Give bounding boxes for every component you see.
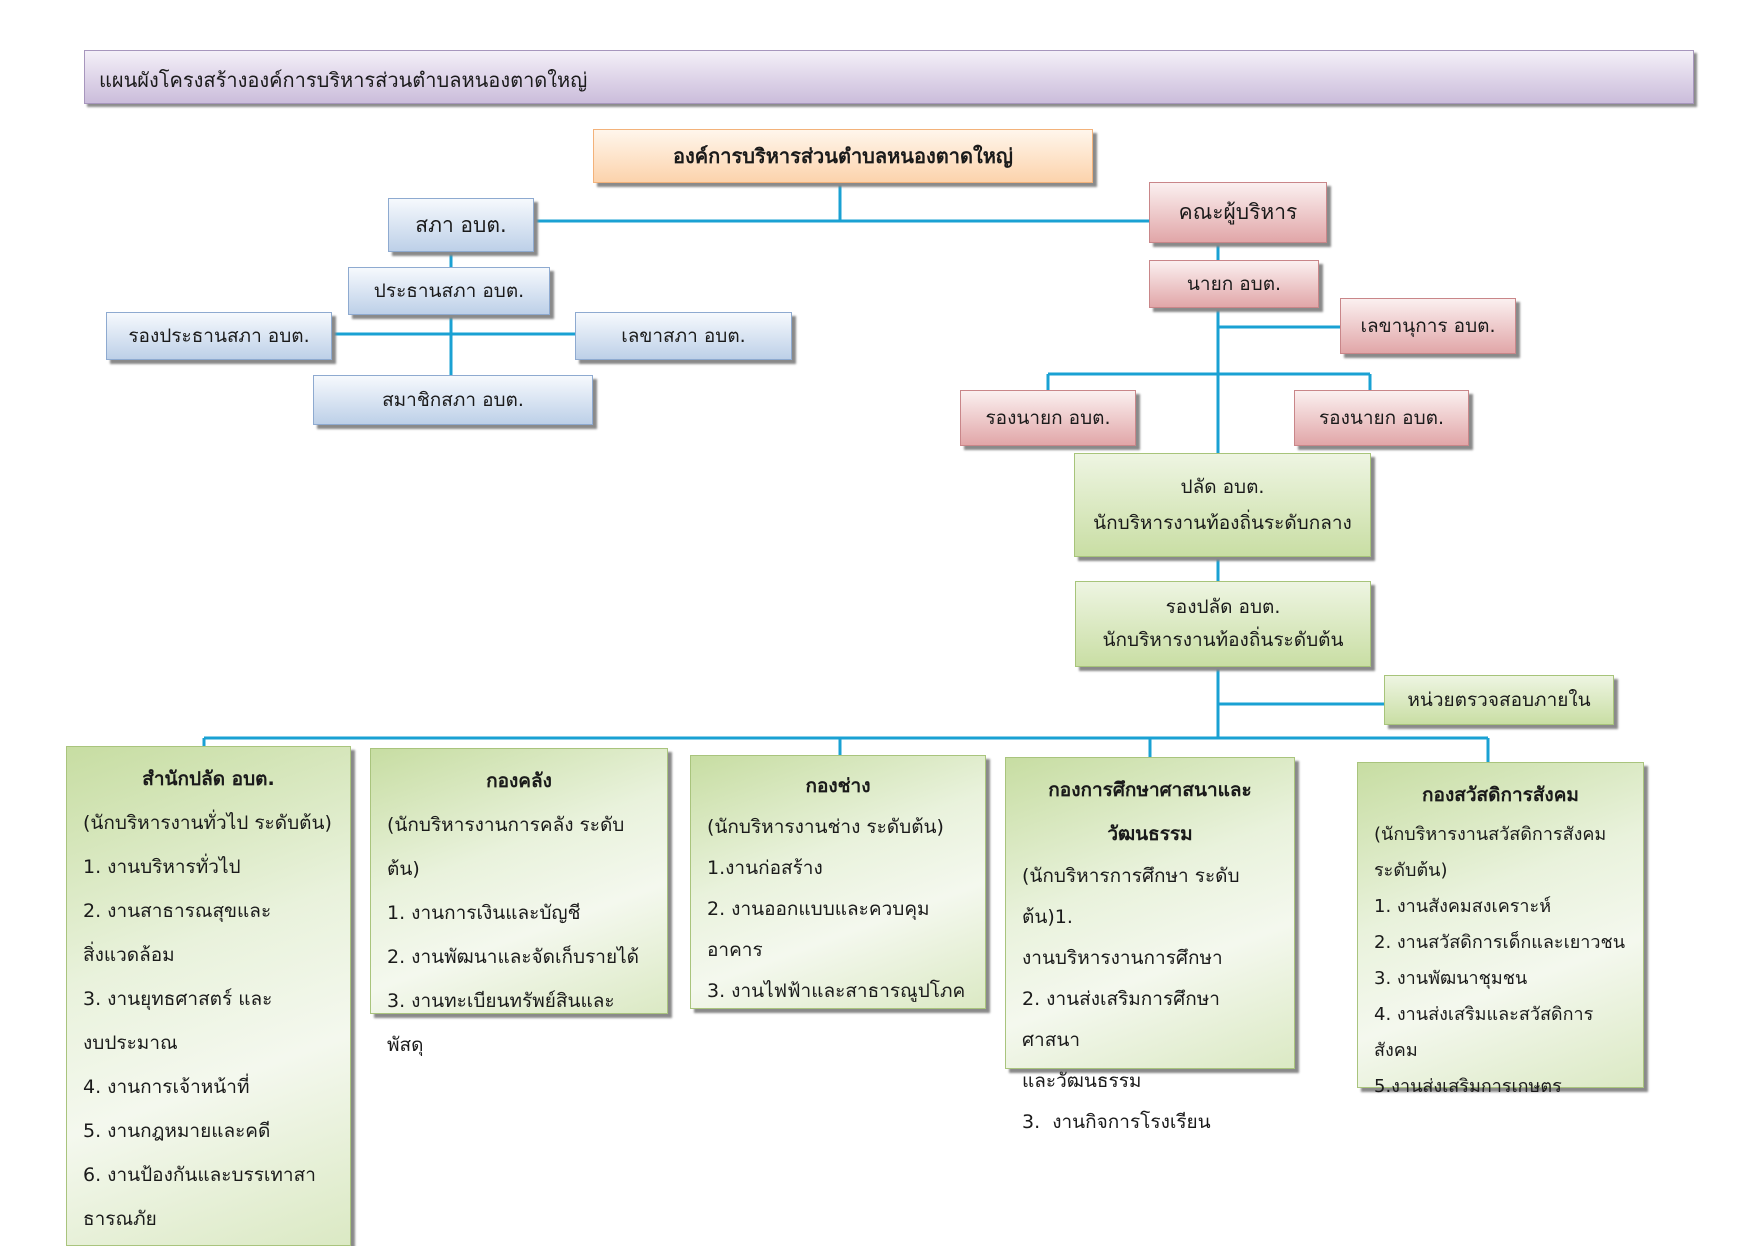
department-education: กองการศึกษาศาสนาและ วัฒนธรรม (นักบริหารก… [1005, 757, 1295, 1133]
department-finance: กองคลัง (นักบริหารงานการคลัง ระดับต้น) 1… [370, 748, 668, 1056]
internal-audit-box: หน่วยตรวจสอบภายใน [1384, 675, 1614, 725]
council-members-box: สมาชิกสภา อบต. [313, 375, 593, 425]
deputy-palad-box: รองปลัด อบต. นักบริหารงานท้องถิ่นระดับต้… [1075, 581, 1371, 667]
page-title: แผนผังโครงสร้างองค์การบริหารส่วนตำบลหนอง… [99, 68, 588, 92]
department-item: 2. งานพัฒนาและจัดเก็บรายได้ [387, 946, 639, 968]
department-item: 3. งานกิจการโรงเรียน [1022, 1111, 1211, 1133]
department-item: 6. งานป้องกันและบรรเทาสา ธารณภัย [83, 1164, 316, 1230]
department-item: 4. งานส่งเสริมและสวัสดิการสังคม [1374, 1004, 1594, 1061]
mayor-secretary-box: เลขานุการ อบต. [1340, 298, 1516, 354]
department-subtitle: (นักบริหารงานช่าง ระดับต้น) [707, 816, 944, 838]
department-item: 3. งานพัฒนาชุมชน [1374, 968, 1528, 989]
department-item: 5. งานกฎหมายและคดี [83, 1120, 271, 1142]
department-item: 1. งานบริหารทั่วไป [83, 856, 241, 878]
deputy-mayor-left-box: รองนายก อบต. [960, 390, 1136, 446]
department-item: 2. งานออกแบบและควบคุมอาคาร [707, 898, 930, 961]
department-item: 4. งานการเจ้าหน้าที่ [83, 1076, 250, 1098]
mayor-box: นายก อบต. [1149, 260, 1319, 308]
department-item: 1. งานการเงินและบัญชี [387, 902, 581, 924]
department-subtitle: (นักบริหารงานทั่วไป ระดับต้น) [83, 812, 332, 834]
page-title-bar: แผนผังโครงสร้างองค์การบริหารส่วนตำบลหนอง… [84, 50, 1694, 104]
department-title: กองคลัง [486, 770, 552, 792]
department-social-welfare: กองสวัสดิการสังคม (นักบริหารงานสวัสดิการ… [1357, 762, 1644, 1097]
department-engineering: กองช่าง (นักบริหารงานช่าง ระดับต้น) 1.งา… [690, 755, 986, 1009]
root-organization: องค์การบริหารส่วนตำบลหนองตาดใหญ่ [593, 129, 1093, 183]
department-item: 2. งานส่งเสริมการศึกษา ศาสนา และวัฒนธรรม [1022, 988, 1220, 1092]
executive-board-box: คณะผู้บริหาร [1149, 182, 1327, 243]
department-subtitle: (นักบริหารงานการคลัง ระดับต้น) [387, 814, 625, 880]
palad-box: ปลัด อบต. นักบริหารงานท้องถิ่นระดับกลาง [1074, 453, 1371, 557]
department-item: 1. งานสังคมสงเคราะห์ [1374, 896, 1552, 917]
department-item: 3. งานยุทธศาสตร์ และ งบประมาณ [83, 988, 273, 1054]
department-title: กองสวัสดิการสังคม [1422, 784, 1579, 806]
deputy-mayor-right-box: รองนายก อบต. [1294, 390, 1469, 446]
department-title: สำนักปลัด อบต. [142, 768, 275, 790]
department-title: กองช่าง [805, 775, 871, 797]
council-chairman-box: ประธานสภา อบต. [348, 267, 550, 315]
department-item: 1.งานก่อสร้าง [707, 857, 823, 879]
department-item: 3. งานไฟฟ้าและสาธารณูปโภค [707, 980, 966, 1002]
department-subtitle: (นักบริหารการศึกษา ระดับต้น)1. งานบริหาร… [1022, 865, 1240, 969]
department-title: กองการศึกษาศาสนาและ วัฒนธรรม [1048, 779, 1252, 845]
department-item: 5.งานส่งเสริมการเกษตร [1374, 1076, 1562, 1097]
department-item: 3. งานทะเบียนทรัพย์สินและพัสดุ [387, 990, 615, 1056]
department-office-of-palad: สำนักปลัด อบต. (นักบริหารงานทั่วไป ระดับ… [66, 746, 351, 1246]
department-subtitle: (นักบริหารงานสวัสดิการสังคม ระดับต้น) [1374, 824, 1607, 881]
department-item: 2. งานสวัสดิการเด็กและเยาวชน [1374, 932, 1626, 953]
council-secretary-box: เลขาสภา อบต. [575, 312, 792, 360]
department-item: 2. งานสาธารณสุขและ สิ่งแวดล้อม [83, 900, 272, 966]
council-box: สภา อบต. [388, 198, 534, 252]
council-vice-chairman-box: รองประธานสภา อบต. [106, 312, 332, 360]
